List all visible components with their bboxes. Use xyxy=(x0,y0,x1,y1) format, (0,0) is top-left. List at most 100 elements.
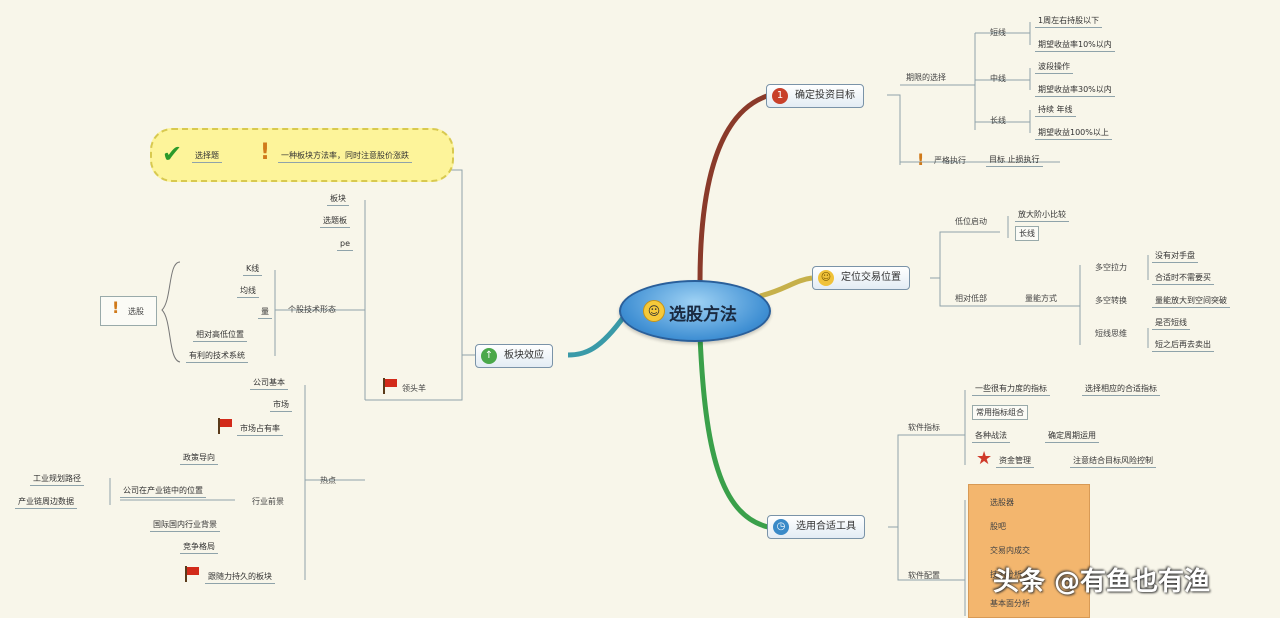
sector-side: 选股 xyxy=(128,307,144,316)
smiley-icon: ☺ xyxy=(643,300,665,322)
position-g1: 低位启动 xyxy=(955,217,987,226)
callout-a: 选择题 xyxy=(192,149,222,163)
tools-g1-note: 选择相应的合适指标 xyxy=(1082,382,1160,396)
tools-g2-item: 股吧 xyxy=(990,522,1006,531)
branch-tools[interactable]: ◷ 选用合适工具 xyxy=(767,515,865,539)
clock-icon: ◷ xyxy=(773,519,789,535)
sector-hot-item: 市场 xyxy=(270,398,292,412)
position-s1-item: 没有对手盘 xyxy=(1152,249,1198,263)
sector-pattern-item: 均线 xyxy=(237,284,259,298)
sector-industry-item: 公司在产业链中的位置 xyxy=(120,484,206,498)
sector-hot: 热点 xyxy=(320,476,336,485)
smiley-icon: ☺ xyxy=(818,270,834,286)
sector-pattern-item: 有利的技术系统 xyxy=(186,349,248,363)
position-g1-item: 放大阶小比较 xyxy=(1015,208,1069,222)
flag-icon xyxy=(383,378,397,394)
target-mid: 中线 xyxy=(990,74,1006,83)
target-long-item: 期望收益100%以上 xyxy=(1035,126,1112,140)
position-g1-item: 长线 xyxy=(1015,226,1039,241)
tools-g1: 软件指标 xyxy=(908,423,940,432)
sector-industry-item: 政策导向 xyxy=(180,451,218,465)
brace xyxy=(161,261,181,363)
sector-pattern-item: 相对高低位置 xyxy=(193,328,247,342)
exclamation-icon: ! xyxy=(260,140,271,165)
sector-heads: 领头羊 xyxy=(402,384,426,393)
tools-g1-item: 资金管理 xyxy=(996,454,1034,468)
target-long-item: 持续 年线 xyxy=(1035,103,1076,117)
sector-hot-item: 市场占有率 xyxy=(237,422,283,436)
callout-b: 一种板块方法率，同时注意股价涨跌 xyxy=(278,149,412,163)
callout-bubble xyxy=(150,128,454,182)
branch-tools-label: 选用合适工具 xyxy=(796,521,856,532)
position-g2: 相对低部 xyxy=(955,294,987,303)
flag-icon xyxy=(218,418,232,434)
target-short: 短线 xyxy=(990,28,1006,37)
position-lines xyxy=(930,216,1149,348)
target-long: 长线 xyxy=(990,116,1006,125)
position-s2-item: 量能放大到空间突破 xyxy=(1152,294,1230,308)
position-s3-item: 短之后再去卖出 xyxy=(1152,338,1214,352)
sector-left-item: 工业规划路径 xyxy=(30,472,84,486)
position-s3-item: 是否短线 xyxy=(1152,316,1190,330)
star-icon: ★ xyxy=(976,448,993,469)
sector-top-item: pe xyxy=(337,237,353,251)
position-s1: 多空拉力 xyxy=(1095,263,1127,272)
flag-icon xyxy=(185,566,199,582)
sector-lines xyxy=(109,169,475,580)
tools-g2: 软件配置 xyxy=(908,571,940,580)
tools-g1-note: 注意结合目标风险控制 xyxy=(1070,454,1156,468)
tools-g1-note: 确定周期运用 xyxy=(1045,429,1099,443)
parchment-note xyxy=(968,484,1090,618)
central-topic-label: 选股方法 xyxy=(669,305,737,325)
branch-position[interactable]: ☺ 定位交易位置 xyxy=(812,266,910,290)
watermark: 头条 @有鱼也有渔 xyxy=(993,567,1211,597)
checkmark-icon: ✔ xyxy=(162,140,183,168)
tools-g2-item: 技术分析 xyxy=(990,570,1022,579)
side-box xyxy=(100,296,157,326)
sector-industry-item: 竞争格局 xyxy=(180,540,218,554)
tools-g1-item: 一些很有力度的指标 xyxy=(972,382,1050,396)
exclamation-icon: ! xyxy=(917,150,925,169)
tools-g2-item: 基本面分析 xyxy=(990,599,1030,608)
position-g2-mode: 量能方式 xyxy=(1025,294,1057,303)
connector-position xyxy=(759,275,813,299)
branch-sector[interactable]: ↑ 板块效应 xyxy=(475,344,553,368)
sector-top-item: 板块 xyxy=(327,192,349,206)
branch-sector-label: 板块效应 xyxy=(504,350,544,361)
position-s1-item: 合适时不需要买 xyxy=(1152,271,1214,285)
tools-g2-item: 交易内成交 xyxy=(990,546,1030,555)
sector-industry-item: 国际国内行业背景 xyxy=(150,518,220,532)
target-strict-value: 目标 止损执行 xyxy=(986,153,1043,167)
sector-industry: 行业前景 xyxy=(252,497,284,506)
branch-target[interactable]: 1 确定投资目标 xyxy=(766,84,864,108)
connector-sector xyxy=(567,313,628,358)
position-s2: 多空转换 xyxy=(1095,296,1127,305)
target-short-item: 期望收益率10%以内 xyxy=(1035,38,1115,52)
target-mid-item: 期望收益率30%以内 xyxy=(1035,83,1115,97)
target-group: 期限的选择 xyxy=(906,73,946,82)
tools-g2-item: 选股器 xyxy=(990,498,1014,507)
sector-follow: 跟随力持久的板块 xyxy=(205,570,275,584)
central-topic[interactable]: ☺ 选股方法 xyxy=(619,280,771,342)
sector-pattern-item: 量 xyxy=(258,305,272,319)
sector-left-item: 产业链周边数据 xyxy=(15,495,77,509)
tools-lines xyxy=(888,390,966,616)
sector-hot-item: 公司基本 xyxy=(250,376,288,390)
target-strict: 严格执行 xyxy=(934,156,966,165)
sector-top-item: 选题板 xyxy=(320,214,350,228)
branch-target-label: 确定投资目标 xyxy=(795,90,855,101)
target-short-item: 1周左右持股以下 xyxy=(1035,14,1103,28)
priority-1-icon: 1 xyxy=(772,88,788,104)
position-s3: 短线思维 xyxy=(1095,329,1127,338)
connector-target xyxy=(697,92,771,283)
exclamation-icon: ! xyxy=(112,298,120,317)
target-lines xyxy=(887,22,1060,165)
branch-position-label: 定位交易位置 xyxy=(841,272,901,283)
tools-g1-item: 常用指标组合 xyxy=(972,405,1028,420)
sector-pattern: 个股技术形态 xyxy=(288,305,336,314)
sector-pattern-item: K线 xyxy=(243,262,263,276)
arrow-up-icon: ↑ xyxy=(481,348,497,364)
connector-tools xyxy=(697,335,769,530)
target-mid-item: 波段操作 xyxy=(1035,60,1073,74)
